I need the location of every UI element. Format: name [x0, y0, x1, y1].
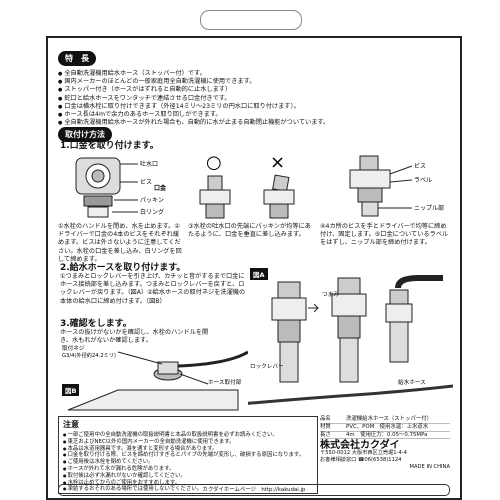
company-tel: お客様相談窓口 ☎06(6538)1124	[320, 456, 402, 463]
step1-note-2: ③水栓の吐水口の先端にパッキンが均等にあたるように、口金を垂直に差し込みます。	[188, 223, 311, 239]
figure-a-tag: 図A	[250, 268, 268, 280]
features-label: 特 長	[58, 51, 96, 66]
fig1-label-screw: ビス	[140, 178, 152, 186]
caution-item: ホースが外れて水が漏れる危険があります。	[63, 466, 313, 473]
step1-note-1: ①水栓のハンドルを閉め、水を止めます。②ドライバーで口金の4本のビスをそれぞれ緩…	[58, 223, 182, 263]
install-label: 取付け方法	[58, 127, 112, 142]
ok-symbol-icon: ○	[206, 152, 222, 173]
fig1-label-ring: 白リング	[140, 208, 164, 216]
spec-value: 洗濯機給水ホース（ストッパー付）	[346, 416, 432, 422]
spec-section: 品名 洗濯機給水ホース（ストッパー付） 材質 PVC、POM 使用水温：上水道水 長…	[320, 416, 450, 471]
washer-inlet-illustration: 取付ネジ G3/4(外径約24.2ミリ) ホース取付部	[62, 344, 249, 411]
step1-title: 1.口金を取り付けます。	[60, 141, 159, 151]
caution-title: 注意	[63, 420, 79, 429]
install-section-header: 取付け方法	[58, 122, 112, 142]
caution-item: ご使用後は水栓を閉めてください。	[63, 459, 313, 466]
step2-text: ①つまみとロックレバーを引き上げ、カチッと音がするまで口金にホース接続部を差し込…	[60, 273, 246, 305]
caution-item: 本品は水道用器具です。湯を通すと変形する場合があります。	[63, 446, 313, 453]
fig1-label-packing: パッキン	[140, 197, 164, 204]
caution-item: 東芝およびNEC以外の国内メーカーの全自動洗濯機に使用できます。	[63, 439, 313, 446]
feature-item: 口金は横水栓に取り付けできます（外径14ミリ〜23ミリの円水口に取り付けます）。	[58, 103, 450, 111]
features-section: 特 長 全自動洗濯機用給水ホース（ストッパー付）です。 国内メーカーのほとんどの…	[58, 46, 450, 127]
feature-item: 全自動洗濯機用給水ホースが外れた場合も、自動的に水が止まる自動閉止機能がついてい…	[58, 119, 450, 127]
spec-key: 長さ	[320, 431, 331, 438]
feature-item: ストッパー付き（ホースがはずれると自動的に止水します）	[58, 86, 450, 94]
incorrect-mount-illustration: ×	[263, 152, 295, 219]
spec-value: PVC、POM 使用水温：上水道水	[346, 423, 429, 430]
caution-item: 口金を取り付ける際、ビスを締め付けすぎるとパイプの先端が変形し、破損する原因にな…	[63, 452, 313, 459]
feature-item: 全自動洗濯機用給水ホース（ストッパー付）です。	[58, 70, 450, 78]
hang-hole	[200, 10, 302, 30]
figure-b-tag: 図B	[62, 384, 80, 396]
spec-row: 品名 洗濯機給水ホース（ストッパー付）	[320, 416, 450, 424]
features-list: 全自動洗濯機用給水ホース（ストッパー付）です。 国内メーカーのほとんどの一般家庭…	[58, 70, 450, 127]
step3-text: ホースの抜けがないかを確認し、水栓のハンドルを開き、水もれがないか確認します。	[60, 329, 209, 345]
figb-label-size: G3/4(外径約24.2ミリ)	[62, 351, 116, 359]
made-in: MADE IN CHINA	[409, 463, 451, 470]
screw-tightening-illustration: ビス ラベル ニップル部	[349, 155, 444, 217]
caution-item: 凍結するおそれのある場所では使用しないでください。	[63, 486, 313, 493]
homepage-link[interactable]: カクダイホームページ http://kakudai.jp	[58, 484, 450, 496]
fig3-label-sticker: ラベル	[414, 177, 432, 184]
step3-title: 3.確認をします。	[60, 319, 132, 329]
hose-connection-illustration: つまみ ロックレバー 給水ホース	[217, 275, 454, 408]
caution-box: 注意 一部ご使用中の全自動洗濯機の取扱説明書と本品の取扱説明書を必ずお読みくださ…	[58, 416, 318, 494]
ng-symbol-icon: ×	[270, 152, 285, 173]
figb-label-screw: 取付ネジ	[62, 344, 85, 352]
fig3-label-screw: ビス	[414, 162, 426, 170]
fig1-label-spout: 吐水口	[140, 160, 158, 168]
spec-row: 長さ 4m 使用圧力：0.05〜0.75MPa	[320, 432, 450, 440]
fig3-label-nipple: ニップル部	[414, 204, 444, 212]
caution-item: 水栓は止めてからのご使用をおすすめします。	[63, 480, 313, 487]
figa-label-knob: つまみ	[322, 291, 339, 298]
instruction-card: 特 長 全自動洗濯機用給水ホース（ストッパー付）です。 国内メーカーのほとんどの…	[46, 36, 462, 500]
figure-b: 図B 取付ネジ G3/4(外径約24.2ミリ) ホース取付部	[58, 344, 249, 412]
company-address: 〒550-0012 大阪市西区立売堀1-4-4	[320, 450, 407, 457]
spec-key: 品名	[320, 416, 331, 422]
figure-a: 図A	[217, 268, 454, 408]
step1-figures: 吐水口 ビス パッキン 白リング 口金 ○ ×	[58, 152, 450, 222]
caution-item: 一部ご使用中の全自動洗濯機の取扱説明書と本品の取扱説明書を必ずお読みください。	[63, 432, 313, 439]
step1-note-3: ④4カ所のビスを手とドライバーで均等に締め付け、固定します。⑤口金についているラ…	[320, 223, 449, 247]
feature-item: 国内メーカーのほとんどの一般家庭用全自動洗濯機に使用できます。	[58, 78, 450, 86]
feature-item: ホース長は4mで余力のあるホース取り回しができます。	[58, 111, 450, 119]
figa-label-lock-lever: ロックレバー	[250, 363, 284, 370]
step2-title: 2.給水ホースを取り付けます。	[60, 263, 186, 273]
fig1-label-adapter: 口金	[154, 184, 167, 192]
caution-list: 一部ご使用中の全自動洗濯機の取扱説明書と本品の取扱説明書を必ずお読みください。 …	[59, 432, 317, 493]
company-name: 株式会社カクダイ	[320, 440, 400, 452]
spec-key: 材質	[320, 423, 331, 430]
feature-item: 蛇口と給水ホースをワンタッチで連結させる口金付きです。	[58, 95, 450, 103]
spec-value: 4m 使用圧力：0.05〜0.75MPa	[346, 431, 428, 438]
spec-table: 品名 洗濯機給水ホース（ストッパー付） 材質 PVC、POM 使用水温：上水道水 長…	[320, 416, 450, 440]
figb-label-hose-mount: ホース取付部	[208, 378, 242, 386]
spec-row: 材質 PVC、POM 使用水温：上水道水	[320, 424, 450, 432]
faucet-adapter-illustration: 吐水口 ビス パッキン 白リング 口金	[75, 157, 167, 218]
figa-label-hose: 給水ホース	[398, 378, 426, 386]
caution-item: 取付後は必ず水漏れがないか確認してください。	[63, 473, 313, 480]
correct-mount-illustration: ○	[199, 152, 231, 219]
